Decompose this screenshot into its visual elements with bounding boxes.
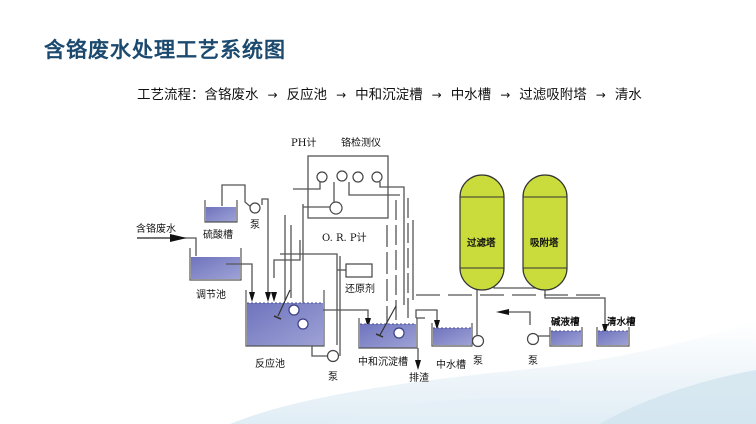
- label-reaction-tank: 反应池: [255, 357, 285, 370]
- label-chromium-detector: 铬检测仪: [341, 136, 381, 149]
- label-reducing-agent: 还原剂: [345, 282, 375, 295]
- sensor-icon: [316, 171, 328, 183]
- label-middle-water-tank: 中水槽: [436, 358, 466, 371]
- stirrer-icon: [277, 289, 291, 317]
- flow-step: 反应池: [286, 87, 328, 103]
- alkali-flow-arrow-icon: [496, 309, 509, 315]
- label-pump-middle: 泵: [473, 355, 483, 367]
- flow-step: 中水槽: [450, 87, 492, 103]
- acid-tank: [204, 200, 238, 223]
- alkali-tank: [549, 327, 583, 347]
- flow-prefix: 工艺流程：: [137, 87, 205, 103]
- label-filter-tower: 过滤塔: [467, 237, 496, 249]
- label-neutralization-tank: 中和沉淀槽: [358, 355, 408, 368]
- reaction-tank: [245, 289, 325, 347]
- label-inflow: 含铬废水: [136, 222, 176, 235]
- flow-step: 中和沉淀槽: [355, 87, 423, 103]
- flow-arrow-icon: →: [336, 88, 347, 102]
- sensor-icon: [371, 171, 383, 183]
- label-pump-alkali: 泵: [528, 355, 538, 367]
- sensor-icon: [352, 171, 364, 183]
- ph-probe-icon: [288, 304, 300, 316]
- sensor-icon: [329, 201, 343, 215]
- flow-arrow-icon: →: [595, 88, 606, 102]
- sludge-arrow-icon: [415, 360, 421, 370]
- page-title: 含铬废水处理工艺系统图: [44, 38, 286, 62]
- flow-arrow-icon: →: [500, 88, 511, 102]
- neutralization-tank: [358, 305, 418, 349]
- orp-probe-icon: [297, 318, 309, 330]
- inflow-arrow-icon: [170, 234, 187, 242]
- middle-pump-icon: [471, 334, 485, 348]
- reducing-agent-box: [345, 263, 373, 278]
- label-adsorption-tower: 吸附塔: [530, 237, 559, 249]
- label-sludge-discharge: 排渣: [409, 371, 429, 384]
- reaction-pump-icon: [326, 349, 340, 363]
- label-alkali-tank: 碱液槽: [551, 316, 580, 328]
- label-equalization-tank: 调节池: [196, 288, 226, 301]
- label-pump-acid: 泵: [250, 219, 260, 231]
- label-orp-meter: O. R. P计: [322, 231, 367, 244]
- flow-step: 含铬废水: [204, 87, 259, 103]
- label-pump-reaction: 泵: [328, 371, 338, 383]
- label-acid-tank: 硫酸槽: [203, 228, 233, 241]
- alkali-pump-icon: [526, 332, 540, 346]
- adsorption-tower: [522, 174, 568, 291]
- flow-step: 清水: [614, 87, 642, 103]
- label-ph-meter: PH计: [291, 136, 316, 149]
- flow-step: 过滤吸附塔: [519, 87, 587, 103]
- sensor-icon: [336, 170, 348, 182]
- flow-arrow-icon: →: [431, 88, 442, 102]
- acid-pump-icon: [249, 202, 261, 214]
- label-clean-water-tank: 清水槽: [607, 316, 636, 328]
- process-flow: 工艺流程：含铬废水 → 反应池 → 中和沉淀槽 → 中水槽 → 过滤吸附塔 → 清水: [137, 83, 642, 103]
- middle-water-tank: [431, 323, 473, 347]
- flow-arrow-icon: →: [267, 88, 278, 102]
- equalization-tank: [189, 248, 242, 281]
- clean-water-tank: [596, 327, 630, 347]
- filter-tower: [459, 174, 505, 291]
